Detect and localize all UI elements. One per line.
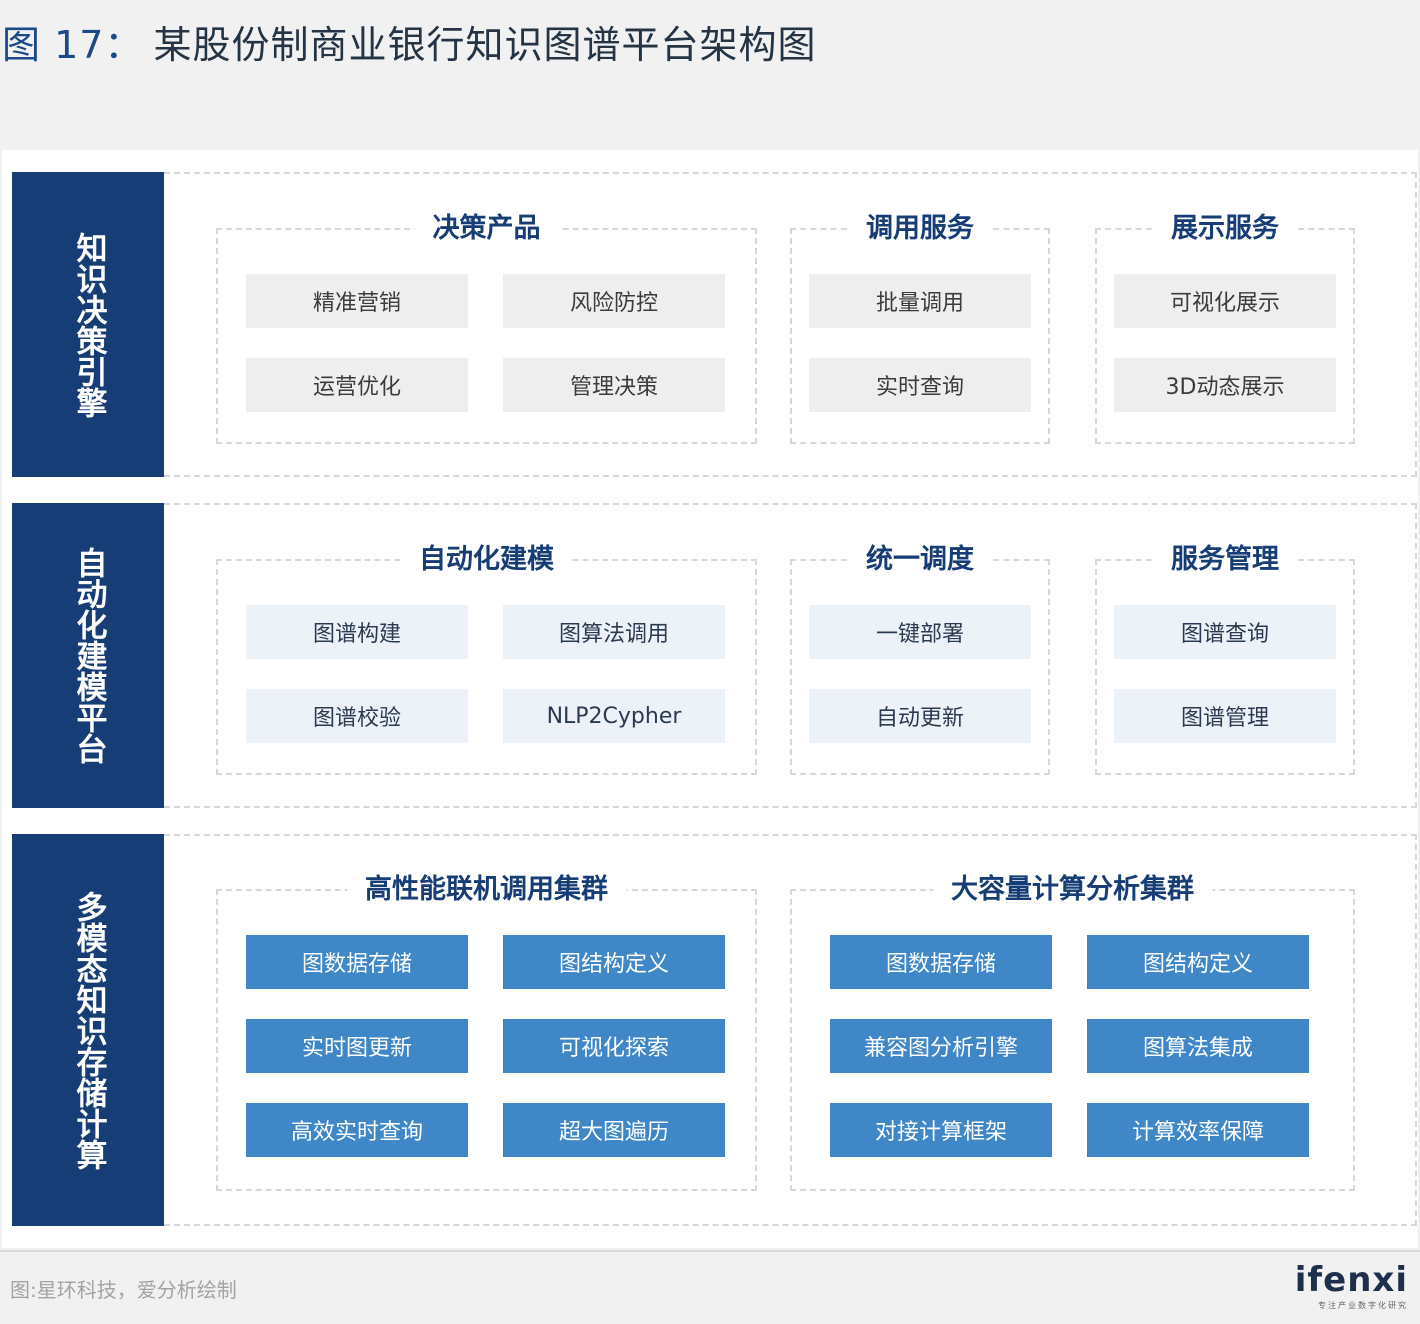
layer-label-bar: 知识决策引擎 [12,172,164,477]
group-service-management: 服务管理 图谱查询 图谱管理 [1095,540,1355,775]
item-box: 精准营销 [246,274,468,328]
item-box: 计算效率保障 [1087,1103,1309,1157]
figure-title: 图 17：某股份制商业银行知识图谱平台架构图 [2,14,816,69]
source-note: 图:星环科技，爱分析绘制 [10,1278,237,1302]
logo-wordmark: ifenxi [1294,1260,1408,1300]
group-title: 大容量计算分析集群 [933,870,1212,910]
item-box: 图谱查询 [1114,605,1336,659]
layer-frame [164,172,1417,477]
figure-label: 图 17： [2,23,144,67]
item-box: 风险防控 [503,274,725,328]
group-large-capacity-cluster: 大容量计算分析集群 图数据存储 图结构定义 兼容图分析引擎 图算法集成 对接计算… [790,870,1355,1191]
item-box: 可视化探索 [503,1019,725,1073]
item-box: 图谱校验 [246,689,468,743]
group-title: 统一调度 [848,540,992,580]
group-decision-products: 决策产品 精准营销 风险防控 运营优化 管理决策 [216,209,757,444]
group-title: 服务管理 [1153,540,1297,580]
group-display-services: 展示服务 可视化展示 3D动态展示 [1095,209,1355,444]
item-box: 图结构定义 [1087,935,1309,989]
group-title: 展示服务 [1153,209,1297,249]
item-box: 图算法调用 [503,605,725,659]
group-unified-scheduling: 统一调度 一键部署 自动更新 [790,540,1050,775]
item-box: 图数据存储 [246,935,468,989]
item-box: 兼容图分析引擎 [830,1019,1052,1073]
item-box: 图谱构建 [246,605,468,659]
item-box: 对接计算框架 [830,1103,1052,1157]
item-box: 超大图遍历 [503,1103,725,1157]
footer-divider [0,1250,1420,1252]
item-box: 自动更新 [809,689,1031,743]
item-box: 图结构定义 [503,935,725,989]
group-online-invocation-cluster: 高性能联机调用集群 图数据存储 图结构定义 实时图更新 可视化探索 高效实时查询… [216,870,757,1191]
item-box: 图数据存储 [830,935,1052,989]
layer-frame [164,834,1417,1226]
group-invocation-services: 调用服务 批量调用 实时查询 [790,209,1050,444]
item-box: 图谱管理 [1114,689,1336,743]
layer-label-bar: 自动化建模平台 [12,503,164,808]
group-title: 决策产品 [414,209,559,249]
ifenxi-logo: ifenxi 专注产业数字化研究 [1295,1262,1408,1311]
item-box: NLP2Cypher [503,689,725,743]
group-automated-modeling: 自动化建模 图谱构建 图算法调用 图谱校验 NLP2Cypher [216,540,757,775]
group-title: 调用服务 [848,209,992,249]
item-box: 实时图更新 [246,1019,468,1073]
item-box: 运营优化 [246,358,468,412]
item-box: 可视化展示 [1114,274,1336,328]
architecture-panel: 知识决策引擎 决策产品 精准营销 风险防控 运营优化 管理决策 调用服务 批量调… [2,150,1418,1248]
item-box: 一键部署 [809,605,1031,659]
group-title: 自动化建模 [401,540,572,580]
item-box: 批量调用 [809,274,1031,328]
item-box: 高效实时查询 [246,1103,468,1157]
item-box: 实时查询 [809,358,1031,412]
item-box: 管理决策 [503,358,725,412]
layer-label-bar: 多模态知识存储计算 [12,834,164,1226]
item-box: 3D动态展示 [1114,358,1336,412]
logo-tagline: 专注产业数字化研究 [1318,1301,1408,1310]
layer-frame [164,503,1417,808]
figure-name: 某股份制商业银行知识图谱平台架构图 [153,23,817,67]
item-box: 图算法集成 [1087,1019,1309,1073]
group-title: 高性能联机调用集群 [347,870,626,910]
